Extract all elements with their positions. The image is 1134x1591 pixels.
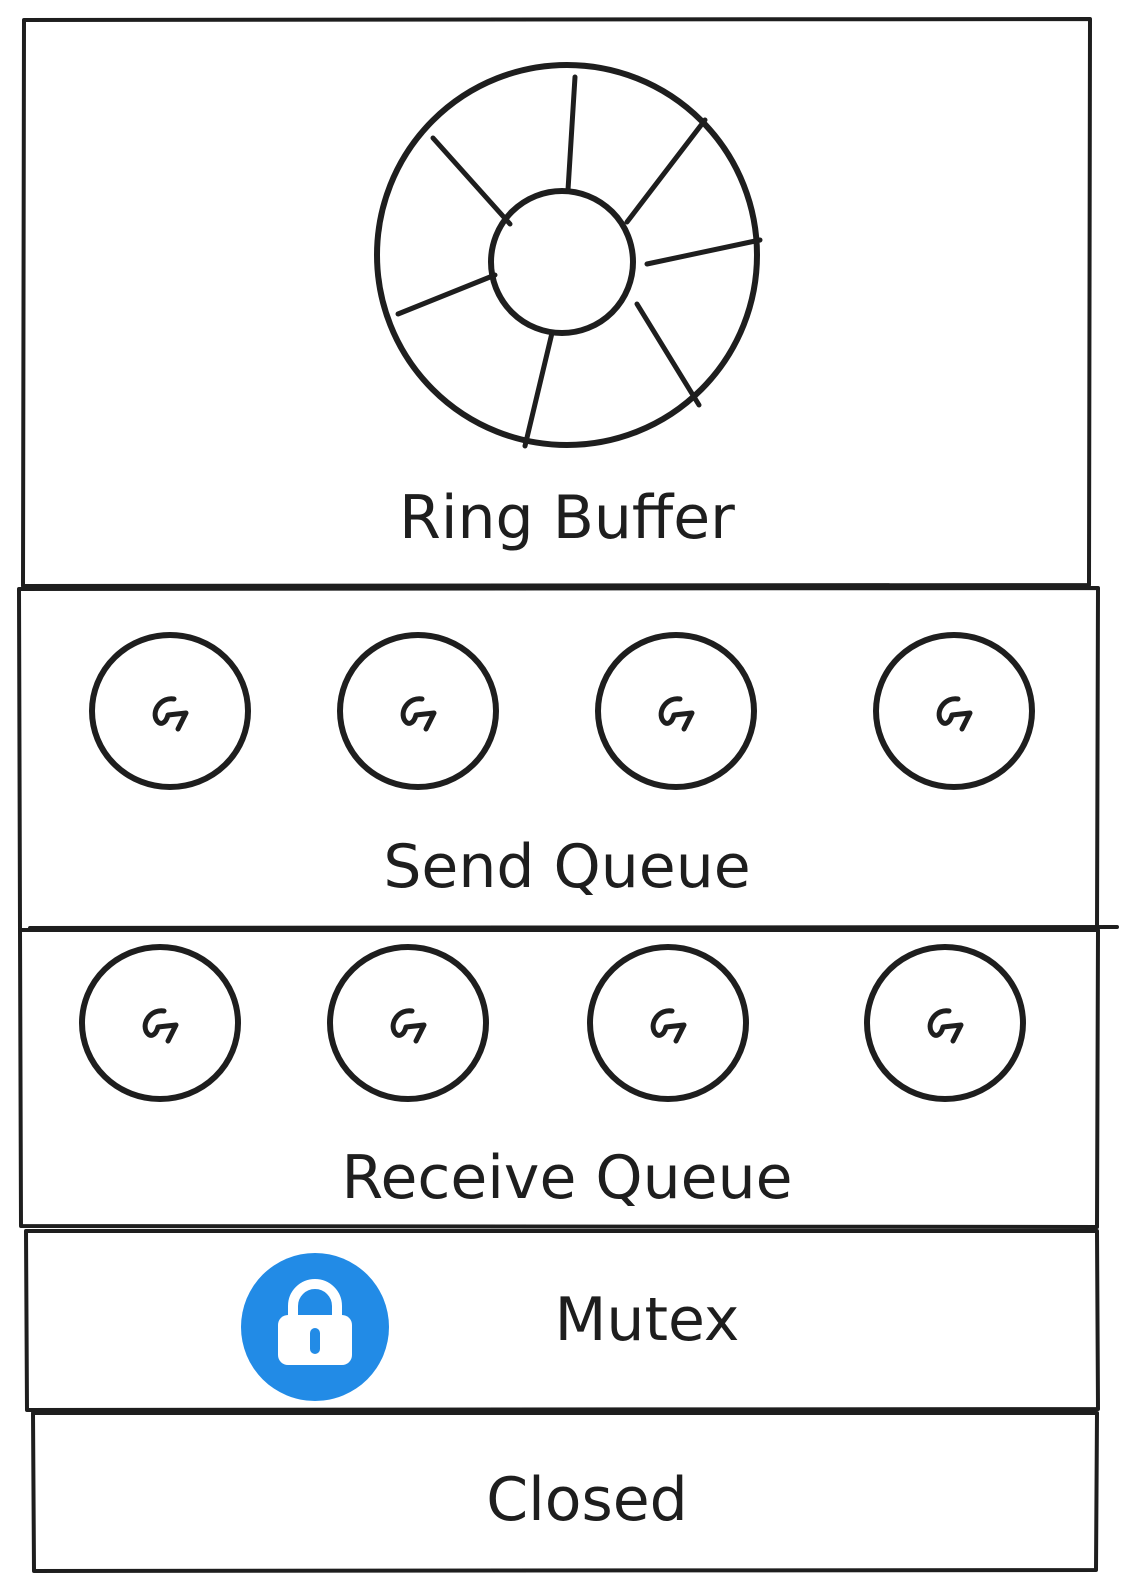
goroutine-icon (152, 696, 189, 732)
receive-goroutine-3 (587, 944, 749, 1102)
mutex-section (24, 1229, 1100, 1412)
goroutine-icon (927, 1008, 964, 1044)
send-queue-goroutines (89, 632, 1035, 790)
receive-queue-label: Receive Queue (341, 1143, 793, 1213)
ring-buffer-icon (374, 62, 763, 449)
receive-goroutine-4 (864, 944, 1026, 1102)
receive-goroutine-2 (327, 944, 489, 1102)
goroutine-icon (936, 696, 973, 732)
send-queue-label: Send Queue (383, 832, 751, 902)
send-goroutine-1 (89, 632, 251, 790)
send-goroutine-4 (873, 632, 1035, 790)
goroutine-icon (142, 1008, 179, 1044)
receive-goroutine-1 (79, 944, 241, 1102)
lock-icon (241, 1253, 389, 1401)
goroutine-icon (400, 696, 437, 732)
ring-buffer-section (21, 17, 1092, 588)
receive-queue-section (18, 928, 1100, 1229)
goroutine-icon (650, 1008, 687, 1044)
send-goroutine-3 (595, 632, 757, 790)
goroutine-icon (390, 1008, 427, 1044)
goroutine-icon (658, 696, 695, 732)
closed-section (31, 1411, 1099, 1573)
ring-buffer-label: Ring Buffer (399, 483, 735, 553)
mutex-label: Mutex (554, 1285, 740, 1355)
closed-label: Closed (486, 1465, 688, 1535)
send-goroutine-2 (337, 632, 499, 790)
queue-divider (28, 925, 1119, 930)
receive-queue-goroutines (79, 944, 1026, 1102)
